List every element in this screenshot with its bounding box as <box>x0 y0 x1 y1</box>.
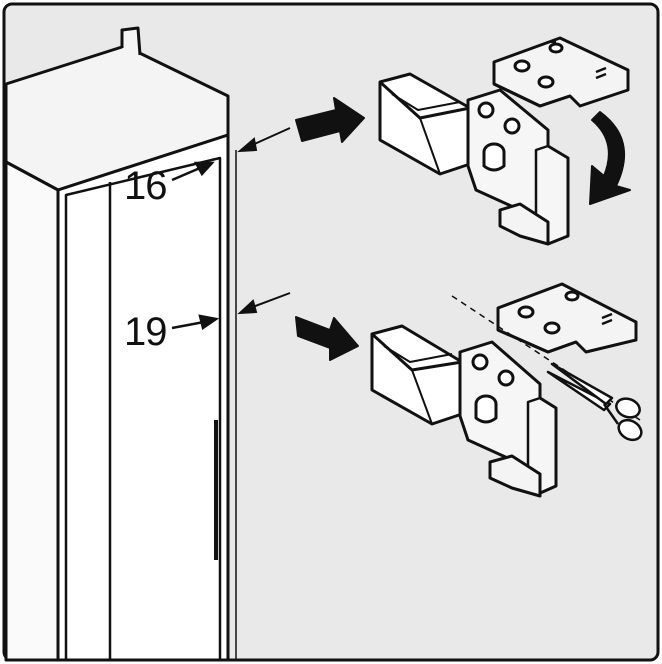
callout-19-leader <box>171 314 220 331</box>
lower-bracket-foot <box>488 454 542 498</box>
lower-hinge <box>370 282 638 498</box>
push-arrow-icon <box>295 316 359 361</box>
lower-bracket-plate <box>458 340 558 496</box>
callout-16: 16 <box>124 164 167 208</box>
cabinet-front <box>56 133 230 662</box>
upper-bracket-foot <box>498 202 550 246</box>
cabinet-back-lip <box>120 26 142 56</box>
callout-16-leader <box>171 161 215 182</box>
callout-19: 19 <box>124 310 167 354</box>
pointer-lines <box>237 127 291 315</box>
upper-bracket-plate <box>466 88 570 246</box>
cabinet-side <box>4 160 60 662</box>
rotate-arrow-icon <box>589 111 631 205</box>
push-arrow-icon <box>295 97 365 143</box>
cabinet <box>4 26 237 662</box>
scissors-icon <box>546 362 643 442</box>
door-inner-frame <box>64 156 222 662</box>
upper-hinge <box>378 36 630 246</box>
